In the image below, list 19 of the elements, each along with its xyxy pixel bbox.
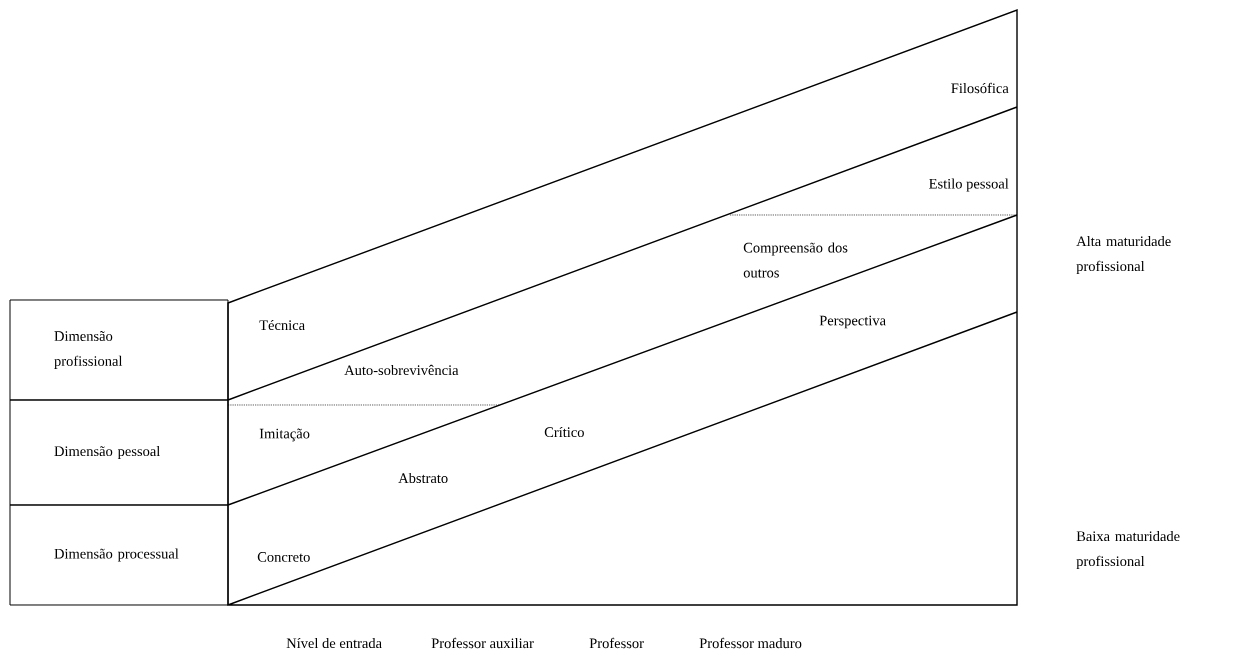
stage-label: Nível de entrada	[286, 637, 382, 649]
stage-label: Professor	[589, 637, 644, 649]
band-label: Compreensão dos outros	[743, 242, 848, 278]
band-label: Crítico	[544, 426, 584, 438]
stage-label: Professor maduro	[699, 637, 802, 649]
band-label: Imitação	[259, 428, 310, 442]
dimension-box: Dimensão pessoal	[9, 399, 229, 506]
maturity-label: Baixa maturidade profissional	[1076, 530, 1180, 570]
dimension-box: Dimensão processual	[9, 504, 229, 606]
band-label: Abstrato	[398, 472, 448, 484]
band-label: Técnica	[259, 319, 305, 331]
band-label: Filosófica	[951, 82, 1009, 94]
band-label: Auto-sobrevivência	[344, 364, 459, 376]
dimension-box: Dimensão profissional	[9, 299, 229, 401]
maturity-label: Alta maturidade profissional	[1076, 235, 1171, 275]
band-label: Concreto	[257, 552, 310, 562]
stage-label: Professor auxiliar	[431, 637, 534, 649]
band-label: Perspectiva	[819, 315, 886, 329]
band-label: Estilo pessoal	[929, 178, 1009, 192]
